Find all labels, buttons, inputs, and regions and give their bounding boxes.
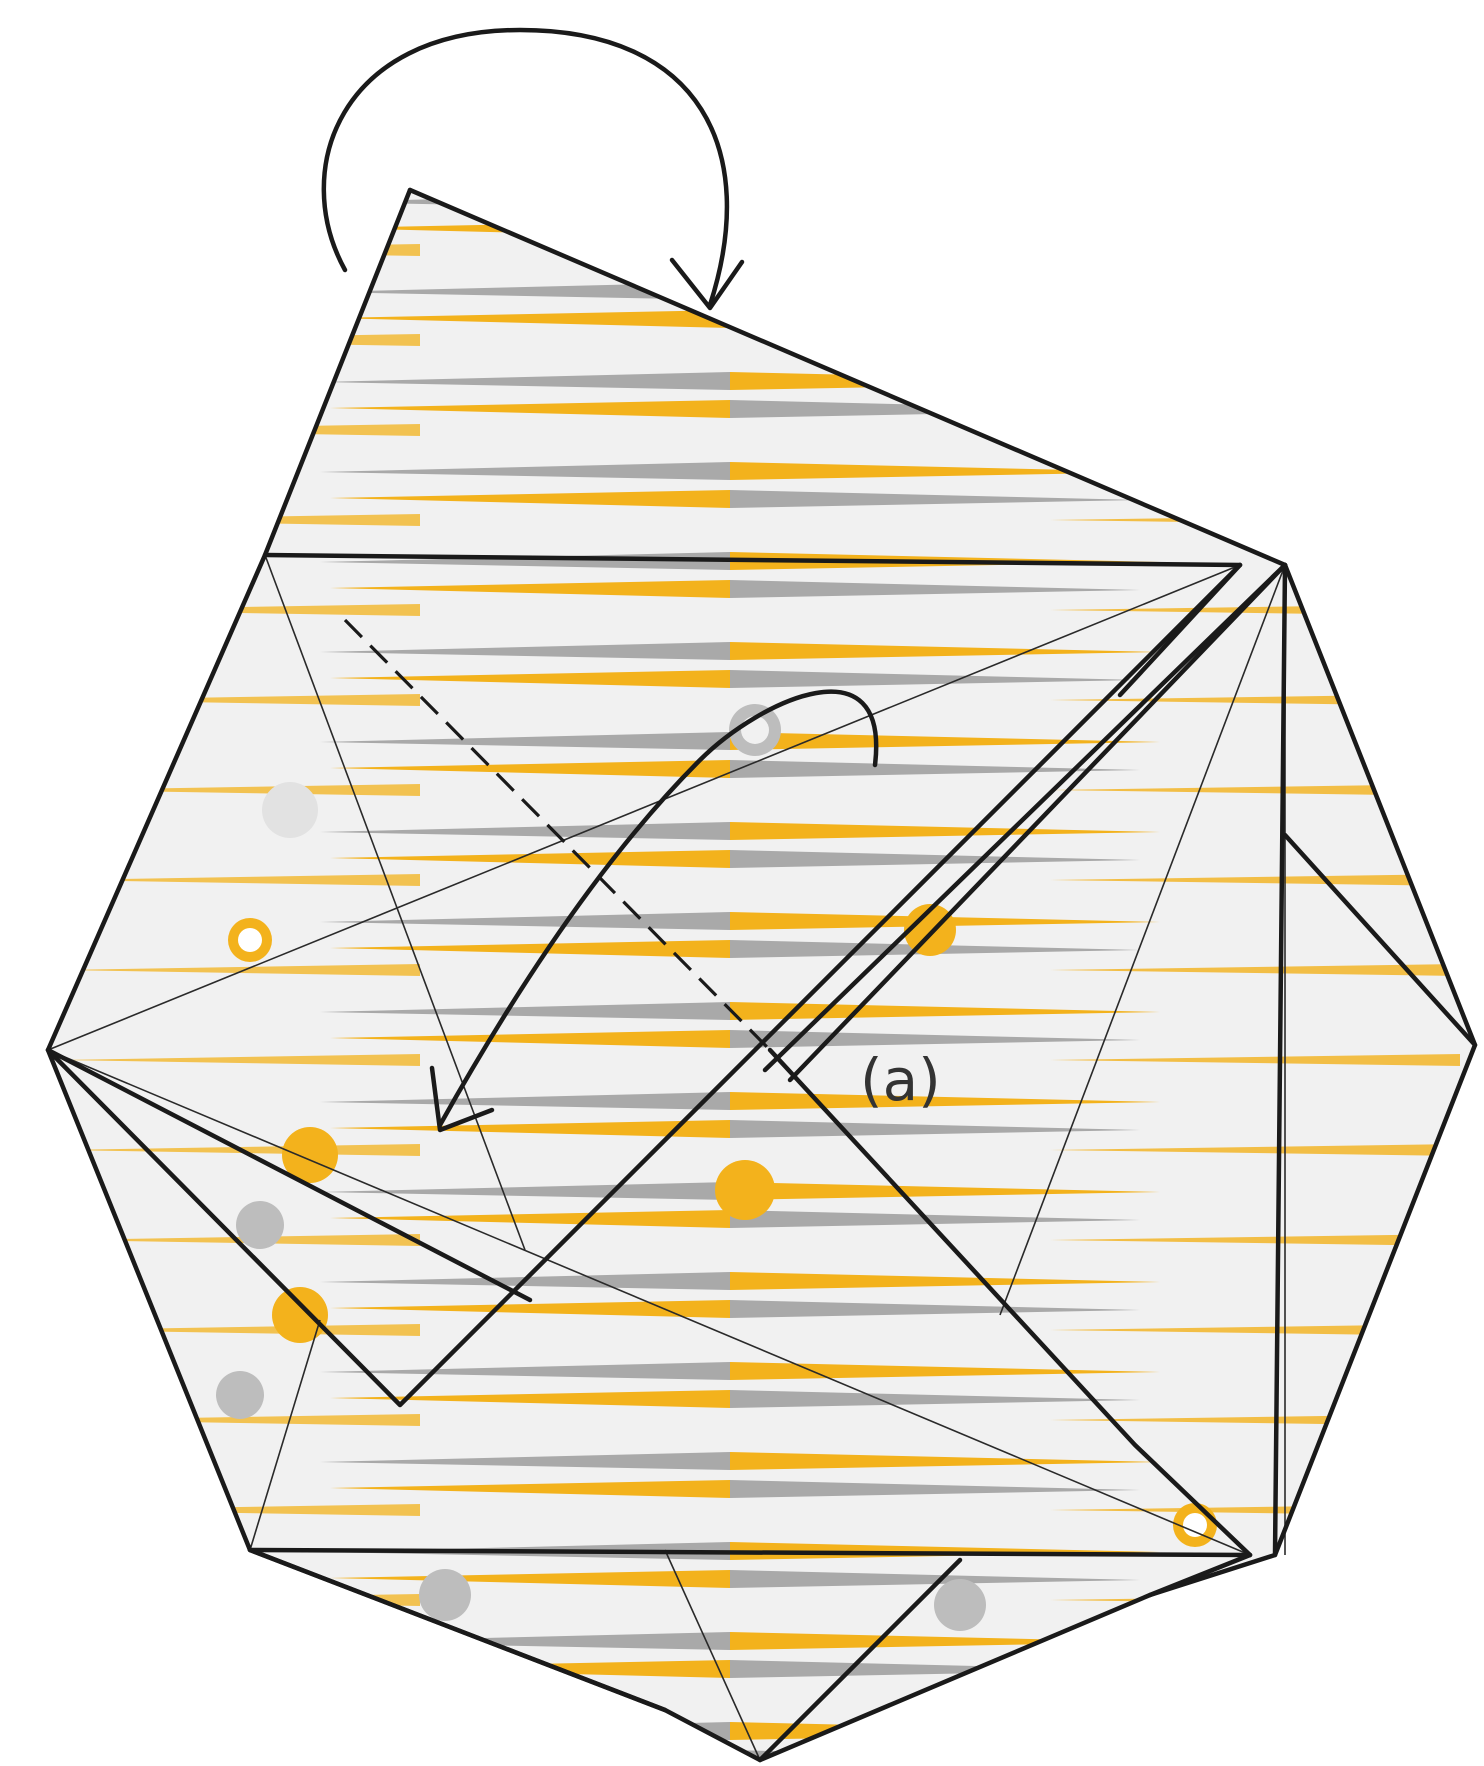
paper-fill xyxy=(48,190,1475,1760)
label-a: (a) xyxy=(860,1046,941,1114)
top-arrowhead xyxy=(672,260,742,308)
